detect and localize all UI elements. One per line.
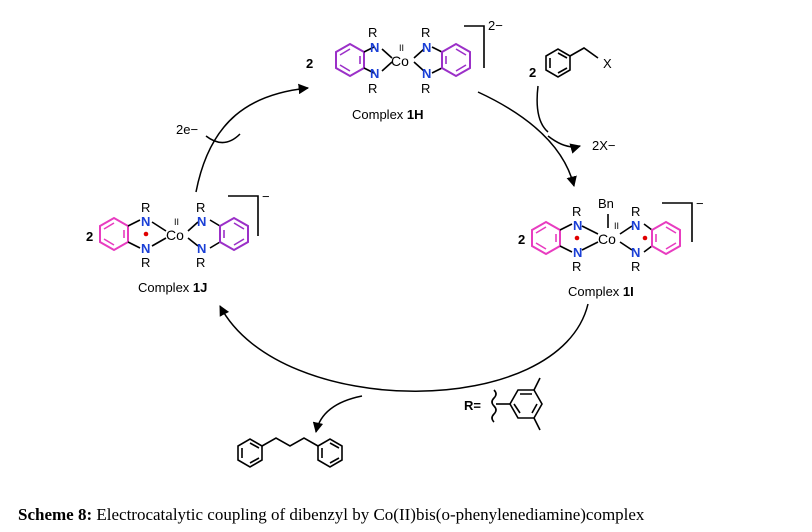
complex-1i-charge-bracket [662, 202, 693, 242]
complex-1h-n-left-top: N [370, 40, 379, 55]
complex-1i-coefficient: 2 [518, 232, 525, 247]
complex-1h-coefficient: 2 [306, 56, 313, 71]
complex-1j-r-left-bottom: R [141, 255, 150, 270]
complex-1j-coefficient: 2 [86, 229, 93, 244]
complex-1j-n-right-top: N [197, 214, 206, 229]
complex-1i-left-inner-bonds [535, 226, 557, 250]
r-methyl-top [533, 377, 541, 391]
complex-1h-left-inner-bonds [339, 48, 361, 72]
benzyl-halide-leaving-group: X [603, 56, 612, 71]
complex-1i-right-inner-bonds [655, 226, 677, 250]
complex-1j-n-left-bottom: N [141, 241, 150, 256]
complex-1h: 2 N N R R Co II N N R R 2− Complex 1H [306, 18, 503, 122]
complex-1h-r-left-top: R [368, 25, 377, 40]
complex-1j-charge-bracket [228, 195, 259, 236]
r-definition-label: R= [464, 398, 481, 413]
byproduct-arrow [547, 135, 582, 154]
complex-1j-right-benzene-ring [219, 216, 249, 252]
bibenzyl-left-inner-bonds [241, 442, 260, 464]
complex-1i-n-right-bottom: N [631, 245, 640, 260]
r-methyl-bottom [533, 417, 541, 431]
arrow-1j-to-1h [195, 83, 310, 193]
r-aryl-ring [509, 389, 543, 419]
complex-1h-label: Complex 1H [352, 107, 424, 122]
scheme-caption-label: Scheme 8: [18, 505, 93, 524]
complex-1h-oxidation-state: II [399, 43, 404, 53]
complex-1j-right-inner-bonds [223, 222, 245, 246]
catalytic-cycle-scheme: 2 N N R R Co II N N R R 2− Complex 1H 2 … [86, 18, 704, 468]
complex-1j-label: Complex 1J [138, 280, 207, 295]
r-attachment-wavy-line [491, 389, 497, 423]
complex-1j-oxidation-state: II [174, 217, 179, 227]
complex-1j: 2 N N R R Co II N N R R − Complex 1J [86, 189, 270, 295]
scheme-caption-text: Electrocatalytic coupling of dibenzyl by… [96, 505, 645, 524]
complex-1i-label: Complex 1I [568, 284, 634, 299]
complex-1i-r-right-bottom: R [631, 259, 640, 274]
complex-1i-right-chelate-bonds [619, 223, 653, 253]
complex-1i-r-right-top: R [631, 204, 640, 219]
complex-1i-radical-dot-right [642, 235, 648, 241]
bibenzyl-ethylene-bridge [261, 437, 319, 447]
halide-byproduct-label: 2X− [592, 138, 616, 153]
complex-1j-radical-dot [143, 231, 149, 237]
complex-1j-r-left-top: R [141, 200, 150, 215]
complex-1h-right-chelate-bonds [413, 46, 443, 74]
complex-1j-right-chelate-bonds [187, 219, 221, 249]
complex-1j-n-right-bottom: N [197, 241, 206, 256]
complex-1j-r-right-bottom: R [196, 255, 205, 270]
complex-1h-charge-bracket [464, 25, 485, 68]
complex-1i-left-chelate-bonds [559, 223, 599, 253]
bibenzyl-right-inner-bonds [321, 442, 340, 464]
complex-1h-cobalt: Co [391, 53, 409, 69]
complex-1j-cobalt: Co [166, 227, 184, 243]
arrow-1h-to-1i [477, 91, 577, 188]
complex-1j-charge: − [262, 189, 270, 204]
product-release-arrow [312, 395, 363, 434]
complex-1j-n-left-top: N [141, 214, 150, 229]
complex-1i-charge: − [696, 196, 704, 211]
complex-1h-n-right-top: N [422, 40, 431, 55]
complex-1h-right-inner-bonds [445, 48, 467, 72]
complex-1j-r-right-top: R [196, 200, 205, 215]
bibenzyl-right-ring [317, 438, 343, 468]
arrow-1i-to-1j [219, 303, 589, 392]
complex-1h-r-left-bottom: R [368, 81, 377, 96]
benzyl-halide-reagent: 2 X [529, 47, 612, 80]
bibenzyl-product [237, 437, 343, 468]
complex-1i-benzyl-substituent: Bn [598, 196, 614, 211]
complex-1h-left-chelate-bonds [363, 46, 393, 74]
electrons-label: 2e− [176, 122, 198, 137]
complex-1i-n-right-top: N [631, 218, 640, 233]
complex-1h-right-benzene-ring [441, 42, 471, 78]
complex-1h-charge: 2− [488, 18, 503, 33]
benzyl-halide-ch2-bond [569, 47, 599, 59]
complex-1h-n-right-bottom: N [422, 66, 431, 81]
benzyl-halide-inner-bonds [549, 52, 568, 74]
complex-1j-left-inner-bonds [103, 222, 125, 246]
complex-1i-n-left-bottom: N [573, 245, 582, 260]
scheme-caption: Scheme 8: Electrocatalytic coupling of d… [18, 505, 808, 525]
complex-1i-n-left-top: N [573, 218, 582, 233]
complex-1i-cobalt: Co [598, 231, 616, 247]
r-aryl-inner-bonds [513, 393, 538, 414]
complex-1i-radical-dot-left [574, 235, 580, 241]
complex-1i-r-left-bottom: R [572, 259, 581, 274]
complex-1i-oxidation-state: II [614, 221, 619, 231]
complex-1h-r-right-bottom: R [421, 81, 430, 96]
complex-1h-r-right-top: R [421, 25, 430, 40]
benzyl-halide-coefficient: 2 [529, 65, 536, 80]
complex-1j-left-chelate-bonds [127, 219, 167, 249]
complex-1i-r-left-top: R [572, 204, 581, 219]
electrons-arrow [205, 133, 241, 144]
complex-1i: 2 N N R R Co Bn II N N R R − Complex 1I [518, 196, 704, 299]
complex-1h-n-left-bottom: N [370, 66, 379, 81]
r-group-definition: R= [464, 377, 543, 431]
complex-1i-right-benzene-ring [651, 220, 681, 256]
benzyl-halide-incoming-arrow [536, 85, 549, 133]
